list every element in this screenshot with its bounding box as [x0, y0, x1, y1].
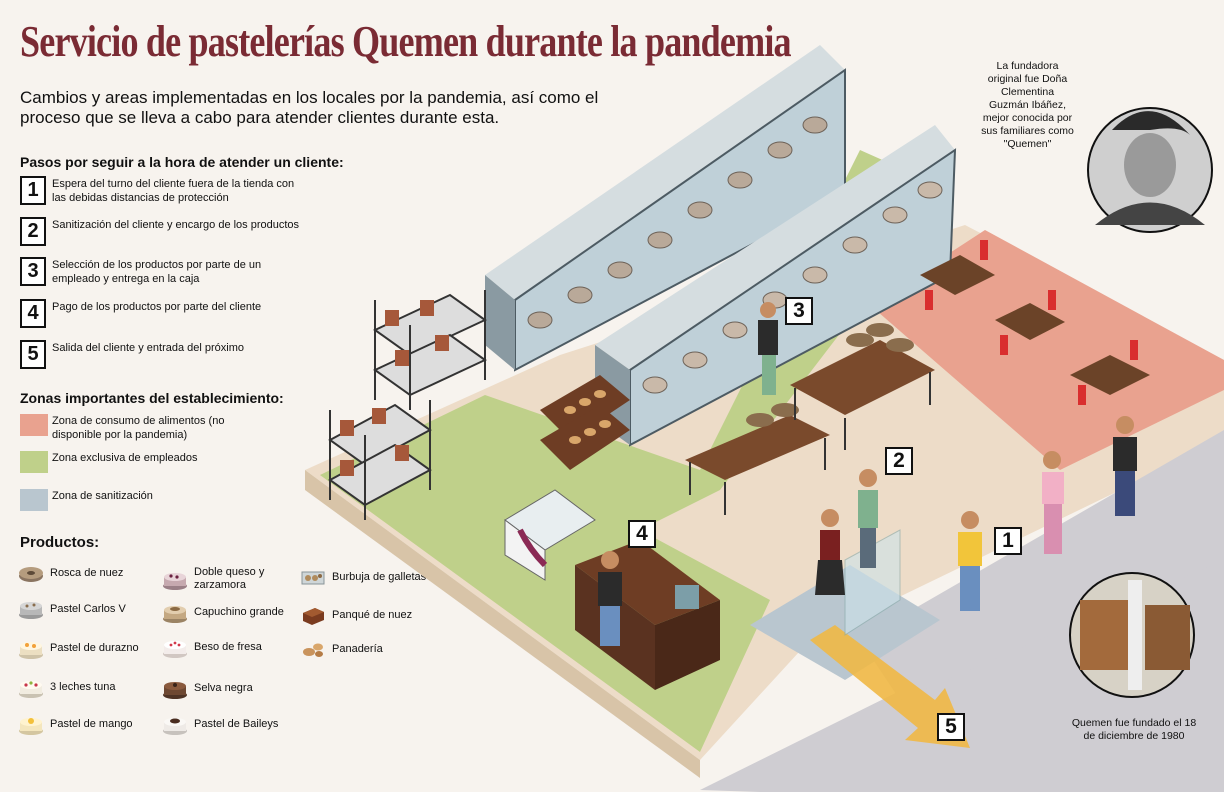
product-label: Rosca de nuez: [50, 566, 124, 579]
cake-icon: [163, 641, 187, 658]
page-title: Servicio de pastelerías Quemen durante l…: [20, 17, 792, 66]
cake-icon: [19, 718, 43, 735]
product-panque-de-nuez: Panqué de nuez: [300, 604, 432, 626]
display-case-back: [485, 45, 846, 372]
founder-note: La fundadora original fue Doña Clementin…: [981, 60, 1074, 150]
fridge: [504, 489, 596, 581]
product-selva-negra: Selva negra: [162, 676, 294, 700]
product-pastel-de-durazno: Pastel de durazno: [18, 636, 150, 660]
product-pastel-de-mango: Pastel de mango: [18, 712, 150, 736]
product-label: Panqué de nuez: [332, 608, 413, 621]
cookie-box-icon: [301, 571, 325, 585]
zone-label: Zona de sanitización: [52, 490, 153, 502]
cake-icon: [19, 642, 43, 659]
founder-portrait: [1087, 107, 1213, 233]
customer-figure: [815, 509, 845, 595]
product-burbuja-de-galletas: Burbuja de galletas: [300, 566, 432, 588]
step-3: 3 Selección de los productos por parte d…: [20, 257, 310, 286]
callout-4: 4: [628, 520, 656, 548]
zone-label: Zona exclusiva de empleados: [52, 452, 198, 464]
bread-icon: [303, 643, 323, 657]
product-panaderia: Panadería: [300, 638, 432, 660]
step-number: 2: [20, 217, 46, 246]
step-text: Salida del cliente y entrada del próximo: [52, 342, 245, 354]
product-label: Panadería: [332, 642, 383, 655]
founded-note: Quemen fue fundado el 18 de diciembre de…: [1071, 717, 1197, 742]
shelf-unit-left: [328, 400, 432, 520]
product-3-leches-tuna: 3 leches tuna: [18, 675, 150, 699]
employee-figure: [758, 302, 778, 395]
step-number: 4: [20, 299, 46, 328]
callout-2: 2: [885, 447, 913, 475]
zone-employees: Zona exclusiva de empleados: [20, 451, 262, 473]
bread-rack: [540, 375, 630, 470]
exit-arrow: [810, 625, 970, 748]
zone-label: Zona de consumo de alimentos (no disponi…: [52, 415, 225, 441]
product-label: Pastel de Baileys: [194, 717, 279, 730]
callout-3: 3: [785, 297, 813, 325]
product-label: 3 leches tuna: [50, 680, 116, 693]
product-table-1: [685, 403, 830, 515]
shelf-unit-mid: [373, 290, 487, 410]
product-table-2: [790, 323, 935, 450]
cake-icon: [163, 682, 187, 699]
glass-partition: [844, 529, 901, 636]
step-4: 4 Pago de los productos por parte del cl…: [20, 299, 310, 328]
product-label: Selva negra: [194, 681, 253, 694]
callout-1: 1: [994, 527, 1022, 555]
waiting-customer-2: [1042, 451, 1064, 554]
step-number: 5: [20, 340, 46, 369]
product-beso-de-fresa: Beso de fresa: [162, 635, 294, 659]
cashier-figure: [598, 551, 622, 646]
steps-heading: Pasos por seguir a la hora de atender un…: [20, 154, 344, 170]
product-label: Pastel Carlos V: [50, 602, 126, 615]
product-label: Capuchino grande: [194, 605, 284, 618]
zone-sanitize: Zona de sanitización: [20, 489, 262, 511]
product-label: Beso de fresa: [194, 640, 262, 653]
product-label: Doble queso y zarzamora: [194, 566, 265, 591]
zone-swatch: [20, 451, 48, 473]
rosca-icon: [19, 567, 43, 582]
cake-icon: [163, 718, 187, 735]
product-label: Burbuja de galletas: [332, 570, 427, 583]
step-number: 3: [20, 257, 46, 286]
waiting-customer-1: [958, 511, 982, 611]
zone-swatch: [20, 414, 48, 436]
store-photo: [1069, 572, 1195, 698]
product-pastel-carlos-v: Pastel Carlos V: [18, 598, 150, 620]
step-1: 1 Espera del turno del cliente fuera de …: [20, 176, 310, 205]
cake-icon: [19, 681, 43, 698]
step-text: Pago de los productos por parte del clie…: [52, 301, 262, 313]
step-text: Espera del turno del cliente fuera de la…: [52, 178, 295, 204]
product-doble-queso: Doble queso y zarzamora: [162, 566, 294, 592]
zone-swatch: [20, 489, 48, 511]
step-2: 2 Sanitización del cliente y encargo de …: [20, 217, 310, 246]
product-label: Pastel de mango: [50, 717, 133, 730]
page-subtitle: Cambios y areas implementadas en los loc…: [20, 88, 599, 127]
zone-dining: Zona de consumo de alimentos (no disponi…: [20, 414, 262, 442]
product-rosca-de-nuez: Rosca de nuez: [18, 562, 150, 584]
employee-figure-2: [858, 469, 878, 568]
step-number: 1: [20, 176, 46, 205]
floor-edge: [305, 470, 700, 778]
product-capuchino-grande: Capuchino grande: [162, 600, 294, 624]
callout-5: 5: [937, 713, 965, 741]
product-label: Pastel de durazno: [50, 641, 139, 654]
zones-heading: Zonas importantes del establecimiento:: [20, 390, 284, 406]
products-heading: Productos:: [20, 534, 100, 551]
cake-icon: [163, 573, 187, 590]
product-pastel-de-baileys: Pastel de Baileys: [162, 712, 294, 736]
cake-icon: [19, 602, 43, 619]
step-5: 5 Salida del cliente y entrada del próxi…: [20, 340, 310, 369]
step-text: Sanitización del cliente y encargo de lo…: [52, 219, 300, 231]
loaf-icon: [303, 608, 324, 625]
waiting-customer-3: [1113, 416, 1137, 516]
dining-tables: [920, 240, 1150, 405]
step-text: Selección de los productos por parte de …: [52, 259, 262, 285]
cake-icon: [163, 606, 187, 623]
